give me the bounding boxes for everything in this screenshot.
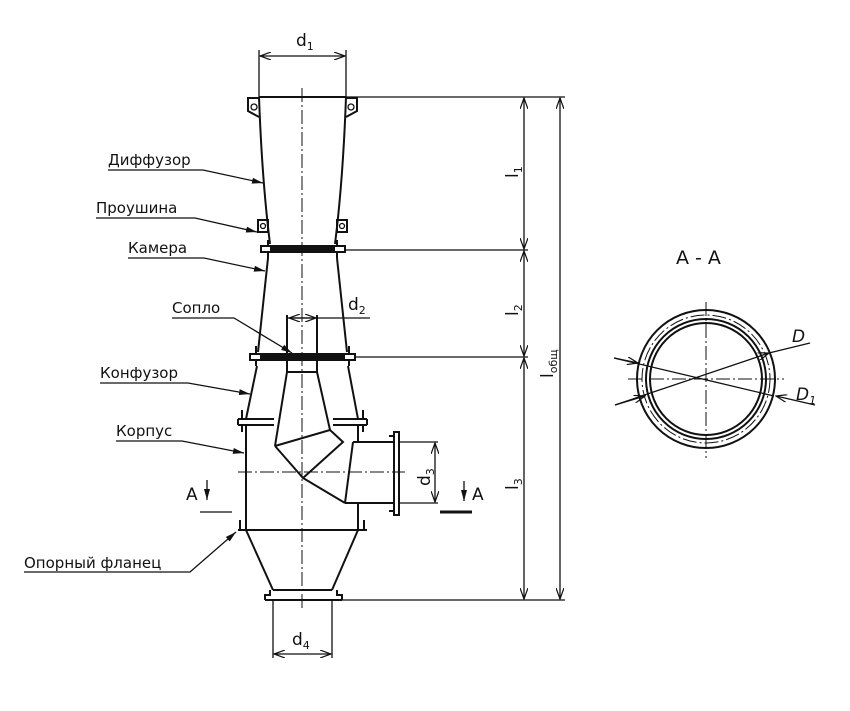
svg-text:Сопло: Сопло — [172, 299, 220, 317]
flange-body-top — [237, 410, 368, 432]
svg-text:l3: l3 — [503, 478, 525, 490]
flange-middle — [249, 346, 356, 366]
section-mark-left: А — [186, 480, 232, 513]
label-support-flange: Опорный фланец — [24, 531, 237, 573]
chamber — [257, 257, 348, 353]
diffuser — [247, 96, 358, 245]
label-chamber: Камера — [128, 239, 266, 272]
dim-d4: d4 — [272, 600, 333, 658]
svg-text:l1: l1 — [503, 166, 525, 178]
dim-l3: l3 — [503, 358, 525, 599]
section-mark-right: А — [440, 481, 484, 514]
label-confuser: Конфузор — [100, 364, 251, 396]
dim-extension-lines — [342, 96, 565, 601]
svg-text:l2: l2 — [503, 304, 525, 316]
dim-l2: l2 — [503, 251, 525, 356]
svg-text:d2: d2 — [348, 295, 366, 317]
flange-upper — [260, 240, 346, 258]
svg-text:Камера: Камера — [128, 239, 187, 257]
dim-d3: d3 — [399, 441, 438, 504]
dim-l1: l1 — [503, 98, 525, 249]
svg-text:А: А — [472, 485, 484, 505]
svg-text:Конфузор: Конфузор — [100, 364, 178, 382]
dim-d1: d1 — [258, 31, 347, 97]
label-nozzle: Сопло — [172, 299, 293, 354]
section-title: А - А — [676, 247, 721, 269]
svg-text:Корпус: Корпус — [116, 422, 172, 440]
svg-text:d1: d1 — [296, 31, 314, 53]
section-a-a: А - А D D1 — [613, 247, 816, 458]
dim-d2: d2 — [287, 295, 370, 318]
svg-text:Диффузор: Диффузор — [108, 151, 191, 169]
bottom-cone — [245, 529, 359, 601]
dim-D1: D1 — [796, 385, 816, 407]
nozzle — [274, 315, 346, 504]
svg-text:d4: d4 — [292, 630, 310, 652]
svg-text:Опорный фланец: Опорный фланец — [24, 554, 161, 572]
dim-l-total: lобщ — [538, 98, 560, 599]
svg-text:lобщ: lобщ — [538, 349, 560, 378]
svg-text:А: А — [186, 485, 198, 505]
label-lug: Проушина — [96, 199, 258, 233]
label-body: Корпус — [116, 422, 245, 454]
svg-text:d3: d3 — [415, 468, 437, 486]
body — [238, 425, 367, 531]
side-outlet — [344, 431, 400, 516]
dim-D: D — [792, 327, 805, 347]
confuser — [245, 365, 359, 420]
svg-text:Проушина: Проушина — [96, 199, 177, 217]
label-diffuser: Диффузор — [108, 151, 264, 184]
